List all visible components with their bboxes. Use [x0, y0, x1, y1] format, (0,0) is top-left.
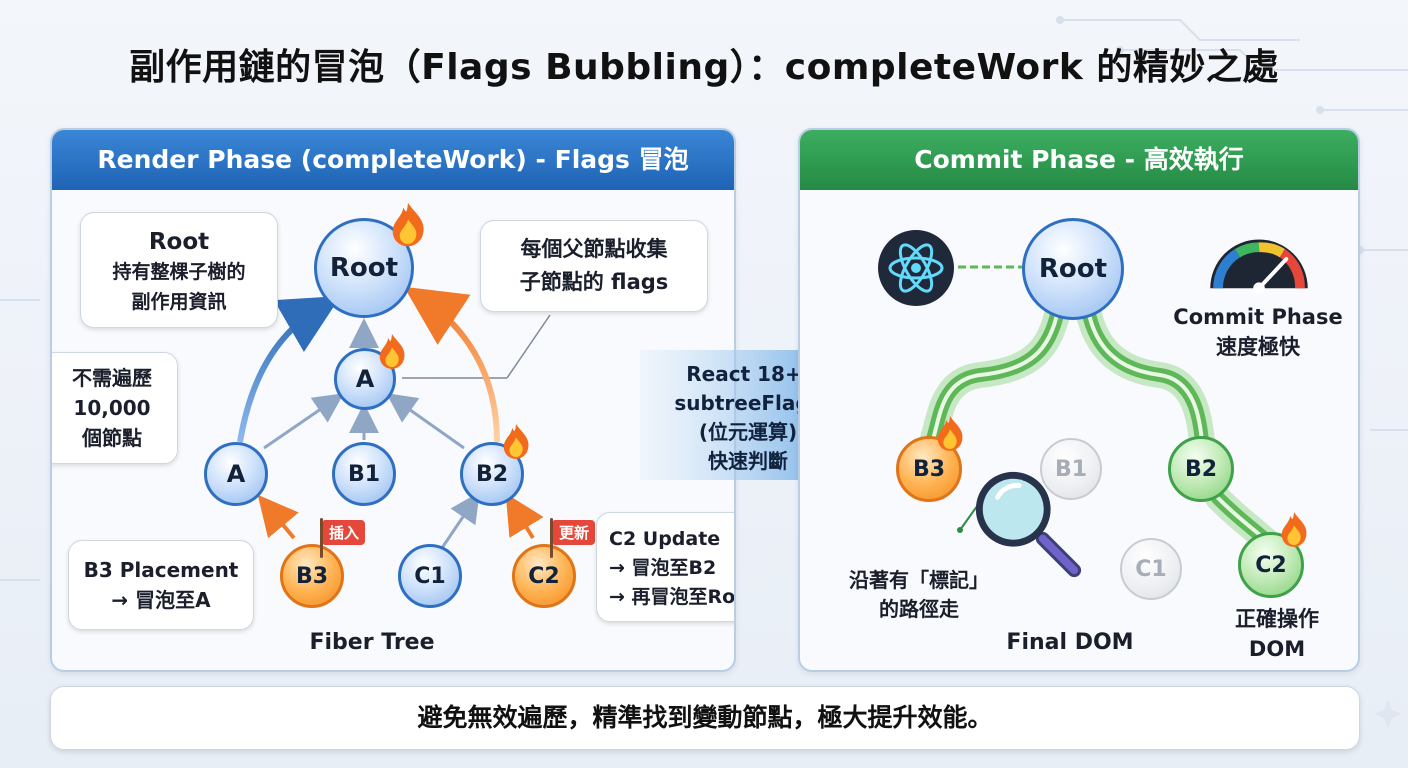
callout-root-line1: 持有整棵子樹的	[112, 261, 246, 283]
flame-icon	[503, 424, 529, 459]
arrow-label-line2: subtreeFlags	[674, 391, 822, 415]
flag-insert-label: 插入	[323, 520, 366, 545]
node-a-left[interactable]: A	[204, 442, 268, 506]
callout-c2-line1: C2 Update	[609, 528, 721, 550]
render-phase-panel: Render Phase (completeWork) - Flags 冒泡	[50, 128, 736, 672]
flag-update-label: 更新	[553, 520, 596, 545]
arrow-label-line4: 快速判斷	[708, 449, 788, 473]
node-a-mid[interactable]: A	[334, 348, 396, 410]
arrow-label-line3: (位元運算)	[698, 420, 798, 444]
callout-b3-line1: B3 Placement	[83, 558, 239, 582]
speed-label-line2: 速度極快	[1216, 335, 1300, 359]
dom-node-b1[interactable]: B1	[1040, 438, 1102, 500]
callout-root-line2: 副作用資訊	[131, 291, 227, 313]
callout-traverse-line2: 10,000	[73, 396, 151, 420]
render-phase-header: Render Phase (completeWork) - Flags 冒泡	[52, 130, 734, 190]
summary-footer: 避免無效遍歷，精準找到變動節點，極大提升效能。	[50, 686, 1360, 750]
callout-b3-placement: B3 Placement → 冒泡至A	[68, 540, 254, 630]
dom-node-root[interactable]: Root	[1022, 218, 1124, 320]
speed-label: Commit Phase 速度極快	[1166, 302, 1350, 362]
fiber-tree-edges	[237, 286, 551, 549]
dom-node-c1[interactable]: C1	[1120, 538, 1182, 600]
flame-icon	[937, 416, 963, 451]
fiber-tree-caption: Fiber Tree	[309, 630, 435, 655]
c2-operation-line2: DOM	[1248, 637, 1306, 661]
arrow-label: React 18+: subtreeFlags (位元運算) 快速判斷	[656, 360, 840, 476]
arrow-label-line1: React 18+:	[686, 362, 810, 386]
callout-parent-line2: 子節點的 flags	[519, 270, 669, 294]
sparkle-icon	[1374, 700, 1402, 728]
callout-root-info: Root 持有整棵子樹的 副作用資訊	[80, 212, 278, 328]
callout-b3-line2: → 冒泡至A	[111, 588, 211, 612]
node-b3[interactable]: B3	[280, 544, 344, 608]
callout-c2-line2: → 冒泡至B2	[609, 557, 717, 579]
callout-no-traverse: 不需遍歷 10,000 個節點	[52, 352, 178, 464]
commit-phase-header: Commit Phase - 高效執行	[800, 130, 1358, 190]
callout-c2-line3: → 再冒泡至Root	[609, 586, 736, 608]
speedometer-icon	[1210, 239, 1308, 295]
c2-operation-label: 正確操作 DOM	[1202, 604, 1352, 664]
node-b1[interactable]: B1	[332, 442, 396, 506]
c2-operation-line1: 正確操作	[1235, 607, 1319, 631]
node-c2[interactable]: C2	[512, 544, 576, 608]
callout-parent-line1: 每個父節點收集	[520, 237, 668, 261]
commit-phase-panel: Commit Phase - 高效執行 Commit Phas	[798, 128, 1360, 672]
callout-root-title: Root	[148, 229, 210, 255]
search-path-line1: 沿著有「標記」	[849, 568, 989, 592]
flame-icon	[392, 202, 424, 247]
search-path-line2: 的路徑走	[879, 597, 959, 621]
callout-c2-update: C2 Update → 冒泡至B2 → 再冒泡至Root	[596, 512, 736, 622]
callout-parent-collect: 每個父節點收集 子節點的 flags	[480, 220, 708, 312]
callout-traverse-line3: 個節點	[82, 426, 142, 450]
magnifier-icon	[975, 471, 1082, 578]
callout-traverse-line1: 不需遍歷	[72, 366, 152, 390]
search-path-label: 沿著有「標記」 的路徑走	[824, 566, 1014, 624]
page-title: 副作用鏈的冒泡（Flags Bubbling）：completeWork 的精妙…	[129, 47, 1279, 88]
node-c1[interactable]: C1	[398, 544, 462, 608]
final-dom-caption: Final DOM	[1006, 630, 1134, 655]
dom-node-b2[interactable]: B2	[1168, 436, 1234, 502]
react-logo-icon	[878, 230, 954, 306]
flame-icon	[1281, 512, 1307, 547]
flame-icon	[379, 334, 405, 369]
speed-label-line1: Commit Phase	[1173, 305, 1343, 329]
